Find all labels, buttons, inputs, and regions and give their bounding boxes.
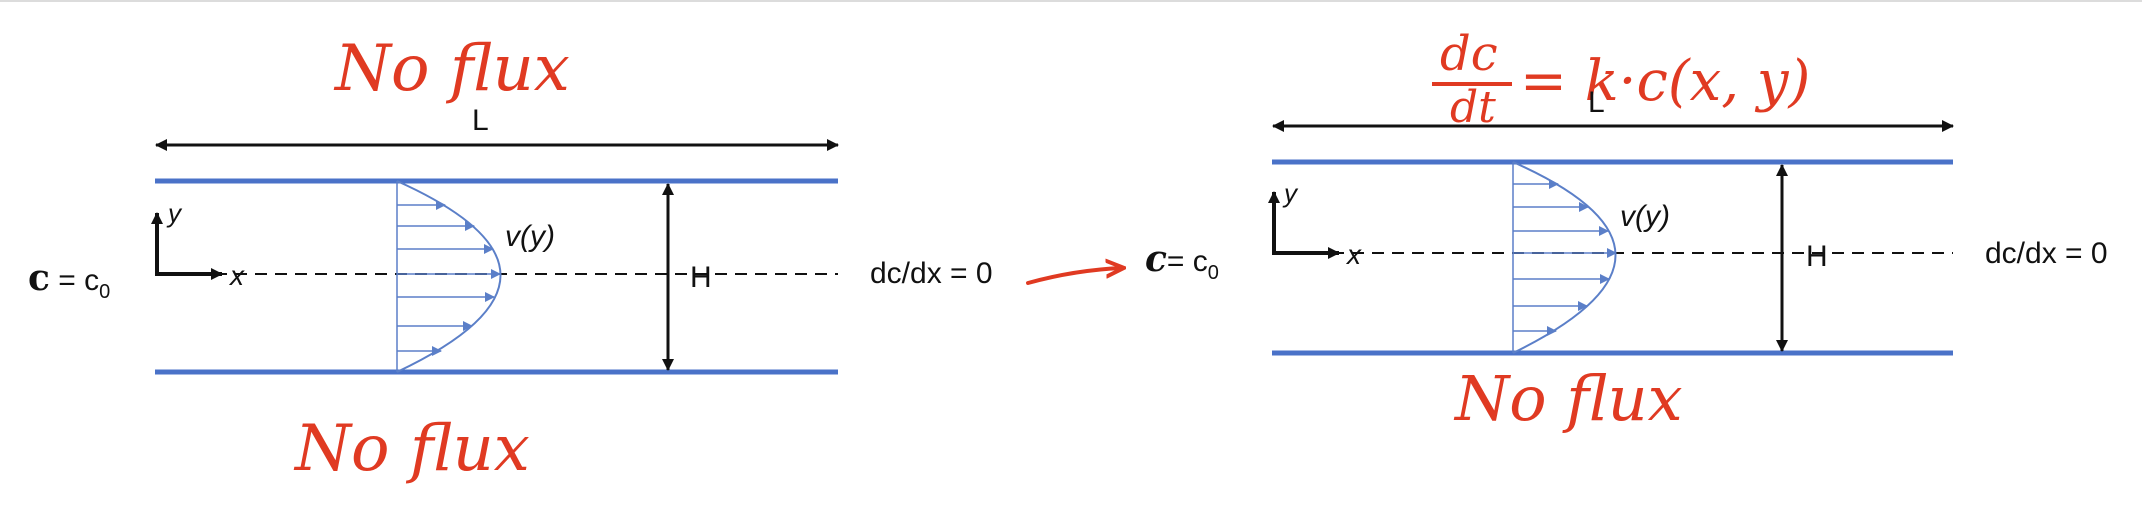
left-length-label: L	[472, 104, 489, 137]
left-axes-icon	[151, 212, 223, 280]
right-height-label: H	[1806, 240, 1828, 273]
right-rate-expression: = k·c(x, y)	[1520, 49, 1810, 114]
left-bottom-annotation: No flux	[293, 412, 530, 486]
left-inlet-condition: c = c0	[28, 257, 110, 303]
right-outlet-condition: dc/dx = 0	[1985, 237, 2108, 270]
right-bottom-annotation: No flux	[1453, 362, 1683, 435]
right-length-label: L	[1588, 86, 1605, 119]
right-axis-x-label: x	[1345, 239, 1362, 270]
arrow-right-icon	[1026, 268, 1122, 285]
left-axis-y-label: y	[166, 198, 183, 228]
right-fraction-numerator: dc	[1440, 26, 1498, 82]
right-inlet-condition: c= c0	[1145, 238, 1219, 284]
left-velocity-label: v(y)	[505, 220, 555, 253]
right-axis-y-label: y	[1282, 178, 1299, 208]
top-border	[0, 0, 2142, 2]
right-velocity-profile	[1512, 161, 1617, 354]
right-diagram: dc dt = k·c(x, y) L v(y) H	[1145, 26, 2108, 435]
right-top-annotation: dc dt = k·c(x, y)	[1432, 26, 1810, 133]
left-diagram: No flux L v(y) H y x	[28, 32, 993, 486]
right-velocity-label: v(y)	[1620, 200, 1670, 233]
left-height-label: H	[690, 261, 712, 294]
left-outlet-condition: dc/dx = 0	[870, 257, 993, 290]
left-top-annotation: No flux	[333, 32, 570, 106]
left-velocity-profile	[396, 180, 502, 373]
left-axis-x-label: x	[228, 260, 245, 291]
right-axes-icon	[1268, 191, 1340, 259]
